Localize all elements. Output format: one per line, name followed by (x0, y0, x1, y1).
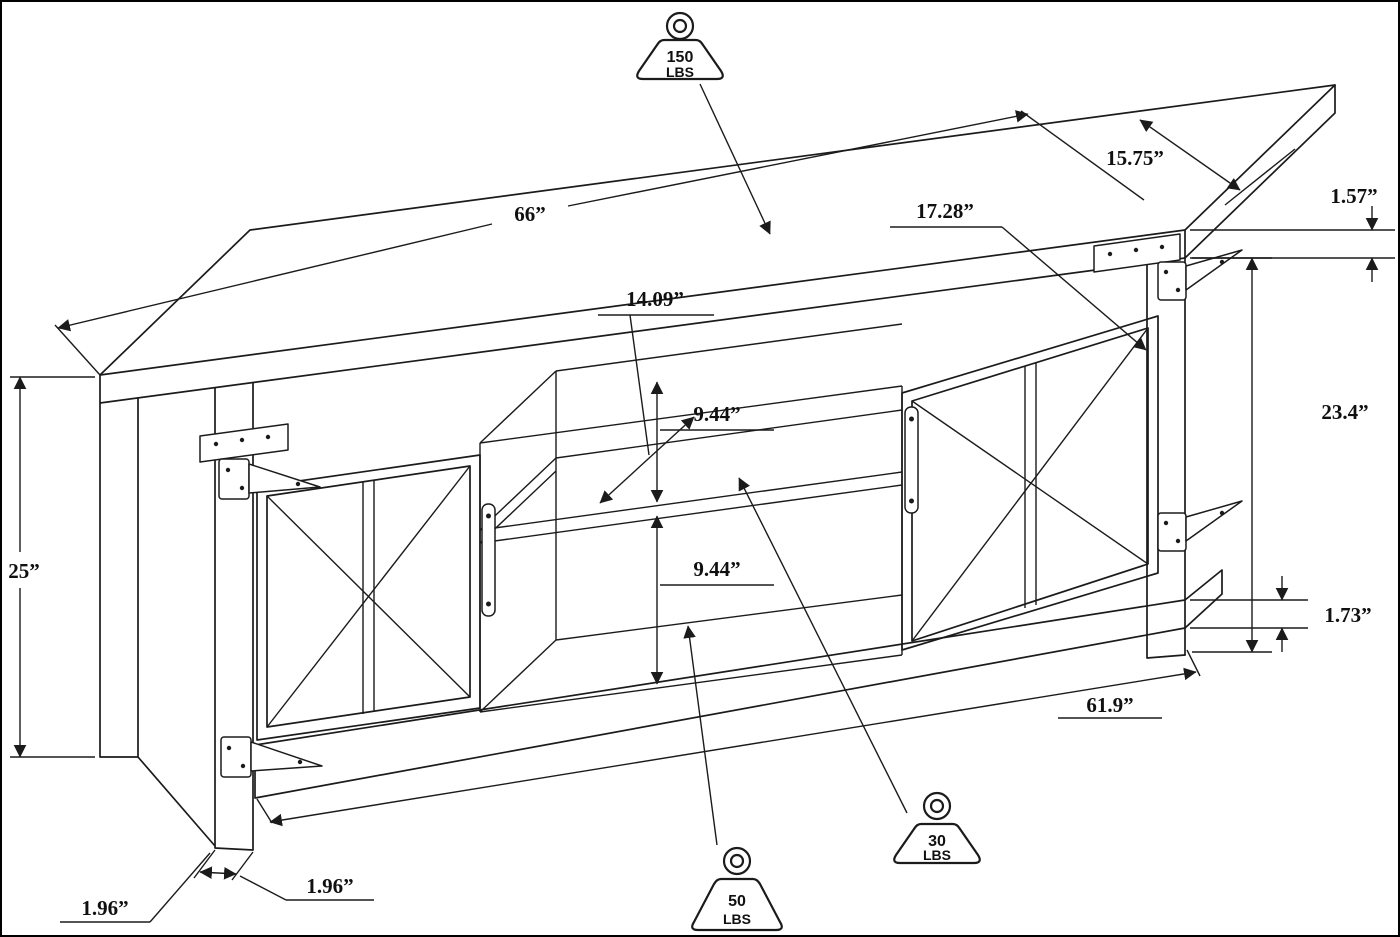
weight-shelf-unit: LBS (923, 847, 951, 863)
dim-base-rail-height: 1.73” (1190, 576, 1372, 652)
dim-side-height: 23.4” (1192, 257, 1369, 653)
dim-leg-width-label: 1.96” (306, 874, 353, 898)
hinge-left-upper (218, 458, 321, 500)
dim-66-label: 66” (514, 202, 546, 226)
weight-shelf-value: 30 (928, 833, 946, 850)
dim-base-width-label: 61.9” (1086, 693, 1133, 717)
dim-interior-depth-label: 14.09” (626, 287, 684, 311)
right-door-handle (904, 406, 919, 514)
tv-stand-drawing (99, 84, 1336, 851)
kettlebell-ring-icon (722, 846, 752, 876)
dim-lower-height-label: 9.44” (693, 557, 740, 581)
kettlebell-ring-icon (922, 791, 952, 821)
left-side-and-legs (99, 382, 254, 851)
dim-top-depth: 15.75” (1106, 119, 1296, 206)
top-panel (99, 84, 1336, 404)
weight-arrow-shelf (738, 477, 908, 814)
dim-total-height: 25” (8, 376, 95, 758)
dim-lower-compartment: 9.44” (650, 515, 774, 685)
dim-top-depth-label: 15.75” (1106, 146, 1164, 170)
weight-bottom-unit: LBS (723, 911, 751, 927)
left-door-handle (481, 503, 496, 617)
dim-base-rail-label: 1.73” (1324, 603, 1371, 627)
weight-arrow-bottom (683, 625, 718, 846)
weight-icon-shelf: 30 LBS (738, 477, 981, 865)
dim-upper-height-label: 9.44” (693, 402, 740, 426)
dim-top-thickness-label: 1.57” (1330, 184, 1377, 208)
weight-top-unit: LBS (666, 64, 694, 80)
dim-door-width: 17.28” (890, 199, 1147, 351)
dim-door-width-label: 17.28” (916, 199, 974, 223)
weight-bottom-value: 50 (728, 893, 746, 910)
hinge-right-lower (1157, 500, 1243, 552)
right-barn-door (901, 315, 1159, 651)
dim-upper-compartment: 9.44” (650, 381, 774, 503)
weight-icon-top: 150 LBS (636, 11, 771, 235)
corner-bracket-left (199, 423, 289, 463)
dim-leg-depth-label: 1.96” (81, 896, 128, 920)
dim-top-width: 66” (54, 110, 1145, 376)
dim-leg-width: 1.96” (193, 849, 374, 901)
dim-leg-depth: 1.96” (60, 852, 211, 923)
weight-icon-bottom: 50 LBS (683, 625, 783, 932)
dim-side-height-label: 23.4” (1321, 400, 1368, 424)
dim-base-width: 61.9” (256, 649, 1201, 827)
dim-interior-depth: 14.09” (598, 287, 714, 504)
weight-top-value: 150 (667, 49, 694, 66)
dim-total-height-label: 25” (8, 559, 40, 583)
weight-arrow-top (699, 83, 771, 235)
